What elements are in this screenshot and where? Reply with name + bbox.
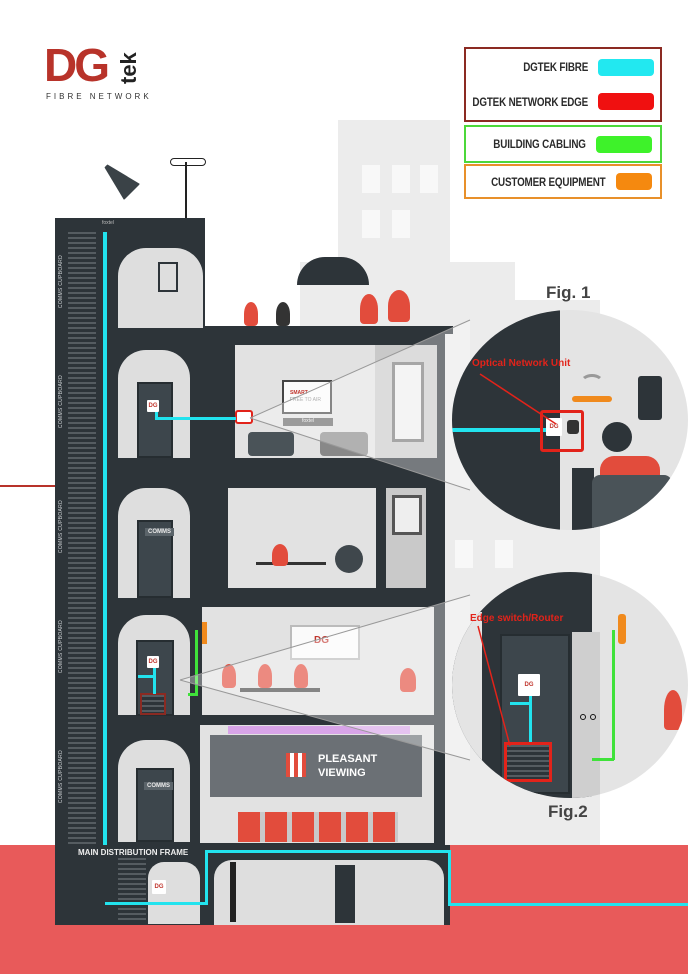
cinema-seats — [238, 812, 398, 842]
ground-line — [0, 485, 55, 487]
wifi-icon — [580, 374, 604, 392]
rooftop-person — [244, 302, 258, 326]
legend-label: CUSTOMER EQUIPMENT — [491, 174, 606, 189]
edge-switch — [504, 742, 552, 782]
comms-cupboard-shaft — [68, 232, 96, 922]
person-on-chair — [602, 422, 632, 452]
rooftop-person — [276, 302, 290, 326]
pipe — [230, 862, 236, 922]
legend-label: DGTEK FIBRE — [523, 60, 588, 75]
ont-device: DG — [147, 400, 159, 412]
legend-item-building-cabling: BUILDING CABLING — [464, 125, 662, 163]
ont-highlight — [540, 410, 584, 452]
pipe — [335, 865, 355, 923]
cinema-screen: PLEASANT VIEWING — [210, 735, 422, 797]
tv: SMART FREE TO AIR — [282, 380, 332, 414]
legend-label: BUILDING CABLING — [493, 137, 587, 151]
roof-brand: foxtel — [102, 220, 114, 226]
fig2-callout: Edge switch/Router — [470, 613, 564, 624]
cinema-line2: VIEWING — [318, 767, 366, 779]
legend-item-fibre: DGTEK FIBRE DGTEK NETWORK EDGE — [464, 47, 662, 122]
fig2-title: Fig.2 — [548, 802, 588, 821]
tv-brand: foxtel — [283, 418, 333, 426]
edge-switch — [140, 693, 166, 715]
legend-label: DGTEK NETWORK EDGE — [472, 94, 588, 109]
comms-door-label: COMMS — [144, 782, 173, 790]
fibre-riser — [103, 232, 107, 904]
ont-device: DG — [518, 674, 540, 696]
logo-tagline: FIBRE NETWORK — [46, 92, 152, 101]
wifi-access-point — [202, 622, 207, 644]
fibre-swatch — [598, 58, 654, 76]
popcorn-icon — [286, 753, 306, 777]
fig2-detail: DG — [452, 572, 688, 798]
fig1-callout-line — [479, 373, 557, 425]
dgtek-logo: DG tek FIBRE NETWORK — [44, 39, 154, 104]
mdf-label: MAIN DISTRIBUTION FRAME — [78, 848, 189, 857]
fig1-title: Fig. 1 — [546, 283, 591, 302]
wifi-access-point — [618, 614, 626, 644]
comms-door-label: COMMS — [145, 528, 174, 536]
cabling-swatch — [596, 135, 652, 153]
wifi-router — [572, 396, 612, 402]
umbrella-icon — [297, 257, 369, 285]
tv-line2: FREE TO AIR — [290, 397, 321, 403]
tv-line1: SMART — [290, 390, 308, 396]
fig1-detail: DG — [452, 310, 688, 530]
fig2-callout-line — [477, 625, 511, 747]
comms-door — [137, 382, 173, 458]
antenna-icon — [185, 162, 187, 220]
fig1-callout: Optical Network Unit — [472, 358, 571, 369]
ont-device: DG — [546, 418, 562, 436]
rooftop-person — [360, 294, 378, 324]
customer-swatch — [615, 173, 652, 190]
legend-item-customer-equipment: CUSTOMER EQUIPMENT — [464, 164, 662, 199]
building-cabling — [612, 630, 615, 760]
legend-item-network-edge: DGTEK NETWORK EDGE — [447, 93, 654, 111]
screen-logo: DG — [314, 635, 329, 646]
rooftop-person — [388, 290, 410, 322]
comms-door — [136, 768, 174, 842]
cinema-line1: PLEASANT — [318, 753, 378, 765]
logo-brand: DG — [44, 39, 110, 91]
building-cabling — [195, 630, 198, 695]
ont-device: DG — [152, 880, 166, 894]
edge-swatch — [598, 93, 654, 111]
ont-device: DG — [147, 656, 159, 668]
main-distribution-frame — [118, 858, 146, 922]
fibre-entry — [105, 902, 205, 905]
street-fibre — [448, 903, 688, 906]
fibre-floor-1 — [196, 417, 236, 420]
